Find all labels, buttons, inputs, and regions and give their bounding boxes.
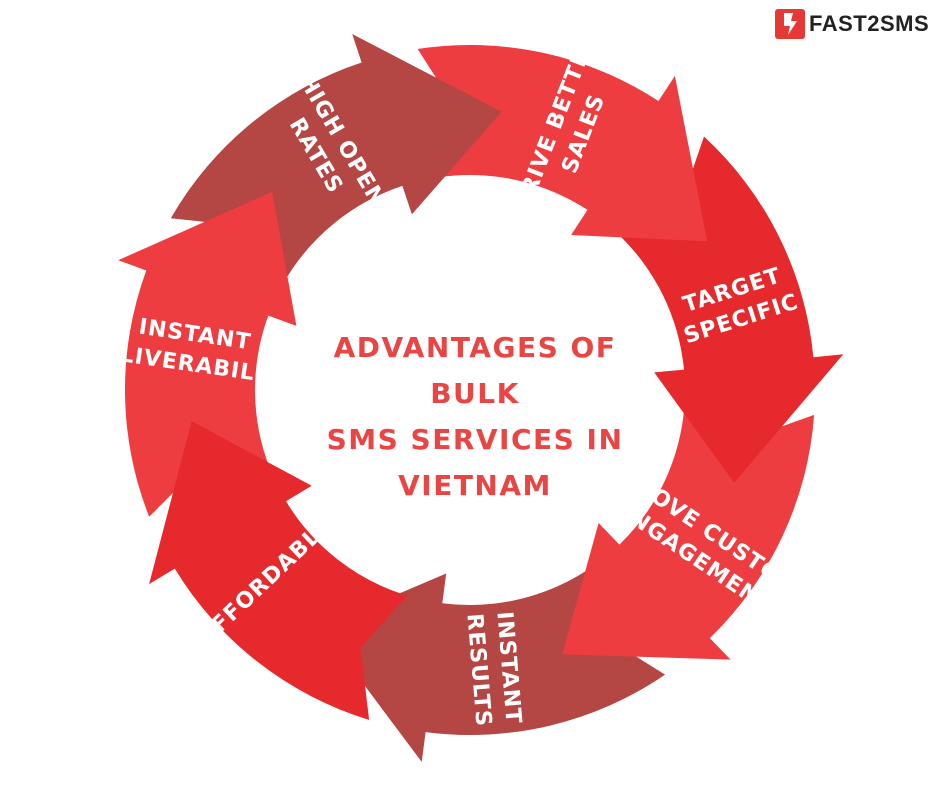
diagram-title: ADVANTAGES OF BULK SMS SERVICES IN VIETN…: [290, 325, 660, 509]
step-arrow-drive-better-sales: [417, 45, 708, 242]
title-line-3: VIETNAM: [398, 469, 552, 502]
step-arrow-improve-customer-engagement: [562, 405, 815, 660]
title-line-1: ADVANTAGES OF BULK: [333, 331, 617, 410]
title-line-2: SMS SERVICES IN: [326, 423, 624, 456]
logo-text: FAST2SMS: [809, 11, 930, 36]
step-arrow-instant-deliverability: [118, 191, 297, 517]
brand-logo: FAST2SMS: [775, 8, 929, 40]
step-arrow-affordable: [149, 421, 408, 720]
bolt-icon: [775, 9, 805, 39]
